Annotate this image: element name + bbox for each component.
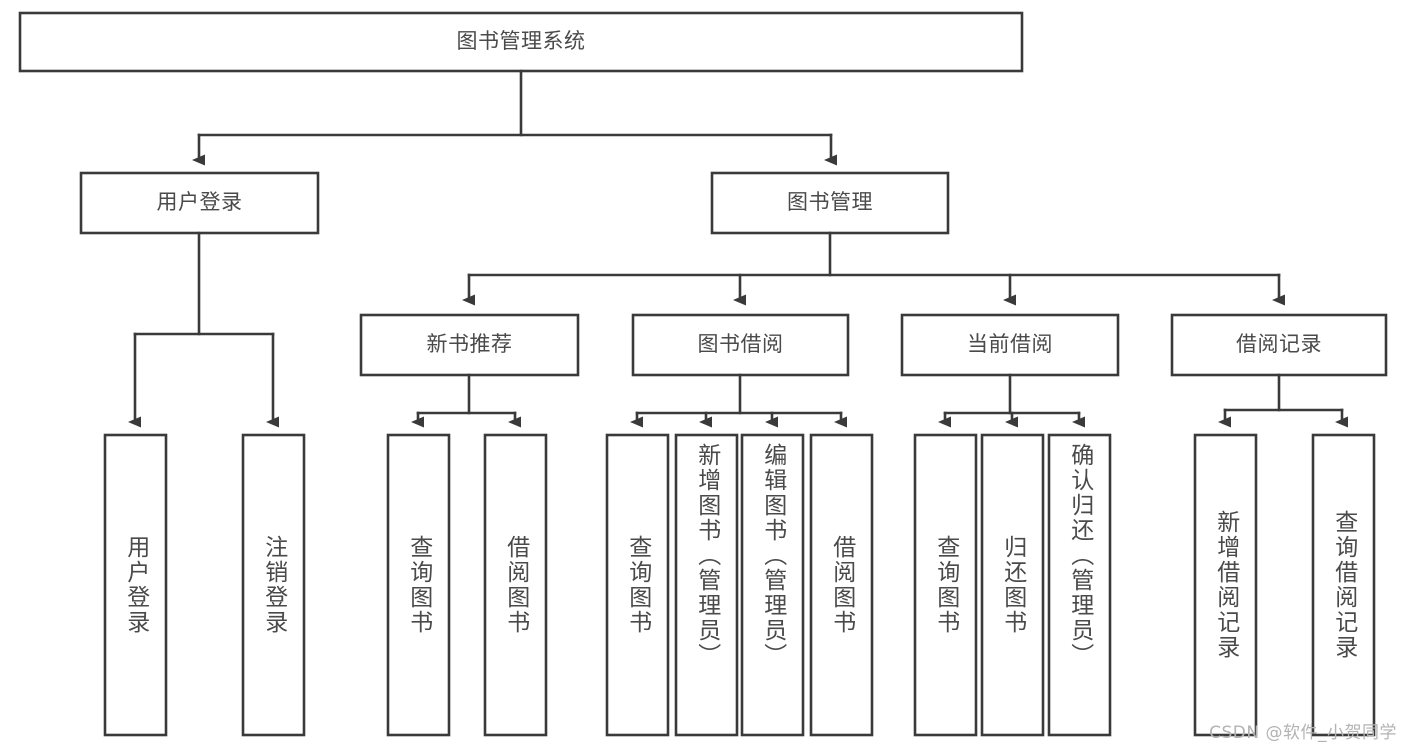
node-user-login-box[interactable] <box>79 171 320 235</box>
leaf-box-query-book-c[interactable] <box>913 433 978 737</box>
node-borrow-record-box[interactable] <box>1170 313 1388 377</box>
leaf-box-confirm-return-admin[interactable] <box>1047 433 1112 737</box>
node-book-borrow-box[interactable] <box>631 313 850 377</box>
node-current-borrow-box[interactable] <box>900 313 1120 377</box>
leaf-box-edit-book-admin[interactable] <box>740 433 805 737</box>
leaf-box-query-book-a[interactable] <box>386 433 451 737</box>
leaf-box-query-book-b[interactable] <box>605 433 670 737</box>
node-new-book-box[interactable] <box>359 313 580 377</box>
csdn-watermark: CSDN @软件_小贺同学 <box>1209 723 1397 743</box>
node-root-box[interactable] <box>18 11 1024 73</box>
leaf-box-query-borrow-record[interactable] <box>1311 433 1376 737</box>
leaf-box-logout[interactable] <box>241 433 306 737</box>
leaf-box-add-borrow-record[interactable] <box>1193 433 1258 737</box>
node-book-manage-box[interactable] <box>710 171 950 235</box>
leaf-box-add-book-admin[interactable] <box>674 433 739 737</box>
leaf-box-return-book[interactable] <box>980 433 1045 737</box>
leaf-box-borrow-book-b[interactable] <box>809 433 874 737</box>
leaf-box-borrow-book-a[interactable] <box>483 433 548 737</box>
leaf-box-user-login[interactable] <box>103 433 168 737</box>
